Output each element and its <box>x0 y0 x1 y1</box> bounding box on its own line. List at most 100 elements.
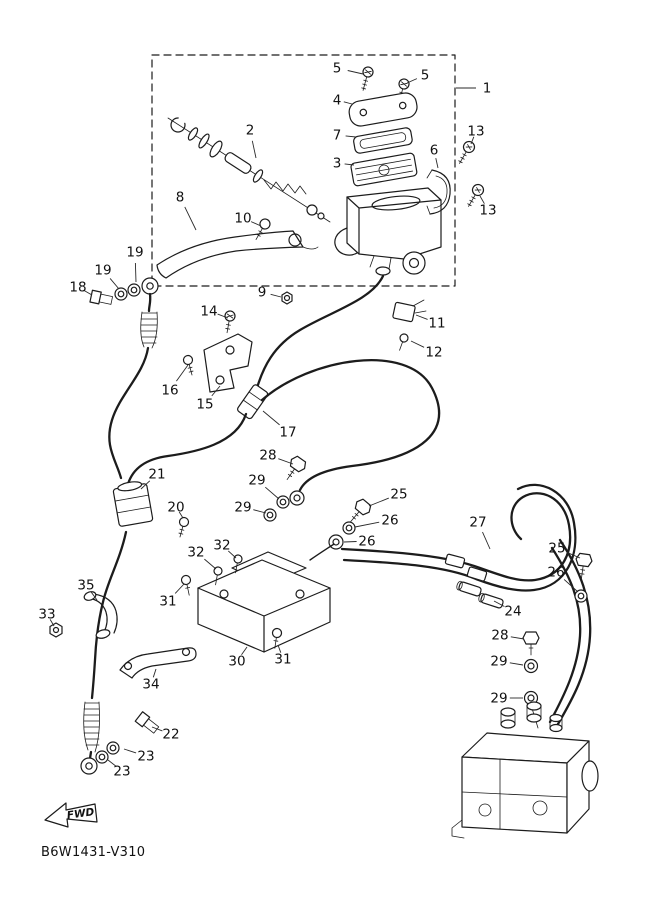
piston-repair-kit <box>167 117 331 223</box>
leader-line <box>479 195 485 204</box>
leader-line <box>109 278 120 290</box>
callout-12-18: 12 <box>425 345 442 361</box>
leader-line <box>493 600 505 607</box>
handlebar-clamp <box>426 169 451 215</box>
lever-pivot-bolt <box>255 218 271 240</box>
leader-line <box>435 158 439 169</box>
leader-line <box>347 70 364 75</box>
leader-line <box>415 314 428 320</box>
leader-line <box>262 410 280 426</box>
union-bolt-mid <box>309 498 372 561</box>
callout-29-27: 29 <box>234 500 251 516</box>
leader-line <box>344 163 355 166</box>
leader-line <box>343 541 357 543</box>
callout-6-7: 6 <box>430 143 439 159</box>
diagram-code: B6W1431-V310 <box>41 845 146 860</box>
leader-line <box>174 583 185 594</box>
clamp-bolts <box>458 140 485 207</box>
callout-28-22: 28 <box>259 448 276 464</box>
leader-line <box>134 262 137 283</box>
assembly-boundary-box <box>151 54 456 287</box>
callout-16-19: 16 <box>161 383 178 399</box>
callout-9-15: 9 <box>258 285 267 301</box>
callout-19-13: 19 <box>94 263 111 279</box>
callout-10-11: 10 <box>234 211 251 227</box>
leader-line <box>345 135 357 138</box>
callout-13-9: 13 <box>479 203 496 219</box>
callout-26-30: 26 <box>358 534 375 550</box>
callout-15-20: 15 <box>196 397 213 413</box>
elbow-nut <box>49 622 63 638</box>
callout-1-2: 1 <box>483 81 492 97</box>
union-bolt-abs <box>522 631 540 729</box>
callout-26-28: 26 <box>381 513 398 529</box>
callout-20-26: 20 <box>167 500 184 516</box>
fwd-marker: FWD <box>44 802 98 828</box>
callout-22-45: 22 <box>162 727 179 743</box>
leader-line <box>49 619 55 627</box>
leader-line <box>176 364 189 382</box>
callout-13-5: 13 <box>467 124 484 140</box>
leader-line <box>84 290 93 296</box>
callout-14-16: 14 <box>200 304 217 320</box>
callout-23-46: 23 <box>137 749 154 765</box>
master-cylinder-body <box>334 187 442 276</box>
callout-2-4: 2 <box>246 123 255 139</box>
callout-32-31: 32 <box>213 538 230 554</box>
banjo-bolt-lower <box>134 711 160 734</box>
hose-bracket <box>182 310 253 393</box>
callout-5-1: 5 <box>421 68 430 84</box>
leader-line <box>227 550 237 559</box>
callout-3-8: 3 <box>333 156 342 172</box>
callout-31-36: 31 <box>159 594 176 610</box>
bracket-screw-31a <box>180 574 192 596</box>
leader-line <box>354 521 380 528</box>
callout-24-37: 24 <box>504 604 521 620</box>
leader-line <box>251 140 257 159</box>
leader-line <box>566 551 581 559</box>
callout-5-0: 5 <box>333 61 342 77</box>
callout-25-25: 25 <box>390 487 407 503</box>
leader-line <box>253 509 267 514</box>
callout-29-44: 29 <box>490 691 507 707</box>
callout-4-3: 4 <box>333 93 342 109</box>
callout-7-6: 7 <box>333 128 342 144</box>
leader-line <box>410 340 425 348</box>
switch-screw <box>399 333 409 351</box>
bracket-screw-32a <box>233 554 243 574</box>
leader-line <box>265 486 280 500</box>
bracket-screw-14 <box>224 310 236 334</box>
leader-line <box>482 531 491 550</box>
leader-line <box>107 759 116 767</box>
leader-line <box>509 662 524 666</box>
callout-19-12: 19 <box>126 245 143 261</box>
abs-top-fittings <box>500 701 563 733</box>
callout-35-35: 35 <box>77 578 94 594</box>
pivot-nut <box>281 291 293 305</box>
leader-line <box>270 293 282 298</box>
leader-line <box>470 136 475 145</box>
leader-line <box>151 726 163 732</box>
abs-unit <box>451 701 599 839</box>
stay-bracket <box>119 647 197 679</box>
brake-switch <box>392 299 427 351</box>
leader-line <box>250 221 262 227</box>
union-bolt-upper <box>263 455 307 522</box>
reservoir-diaphragm <box>350 152 418 187</box>
leader-line <box>178 511 184 519</box>
front-brake-hose-upper <box>126 274 441 506</box>
hose-union-left <box>89 277 159 305</box>
callout-28-39: 28 <box>491 628 508 644</box>
callout-34-43: 34 <box>142 677 159 693</box>
front-brake-hose-lower <box>80 530 160 775</box>
callout-26-34: 26 <box>547 565 564 581</box>
bracket-screw-16 <box>182 354 194 376</box>
callout-30-40: 30 <box>228 654 245 670</box>
leader-line <box>278 458 294 465</box>
bracket-assembly <box>180 551 331 653</box>
callout-33-38: 33 <box>38 607 55 623</box>
brake-pipe-block <box>112 481 190 538</box>
rear-hose-pair <box>340 483 592 726</box>
callout-23-47: 23 <box>113 764 130 780</box>
leader-line <box>217 313 229 319</box>
